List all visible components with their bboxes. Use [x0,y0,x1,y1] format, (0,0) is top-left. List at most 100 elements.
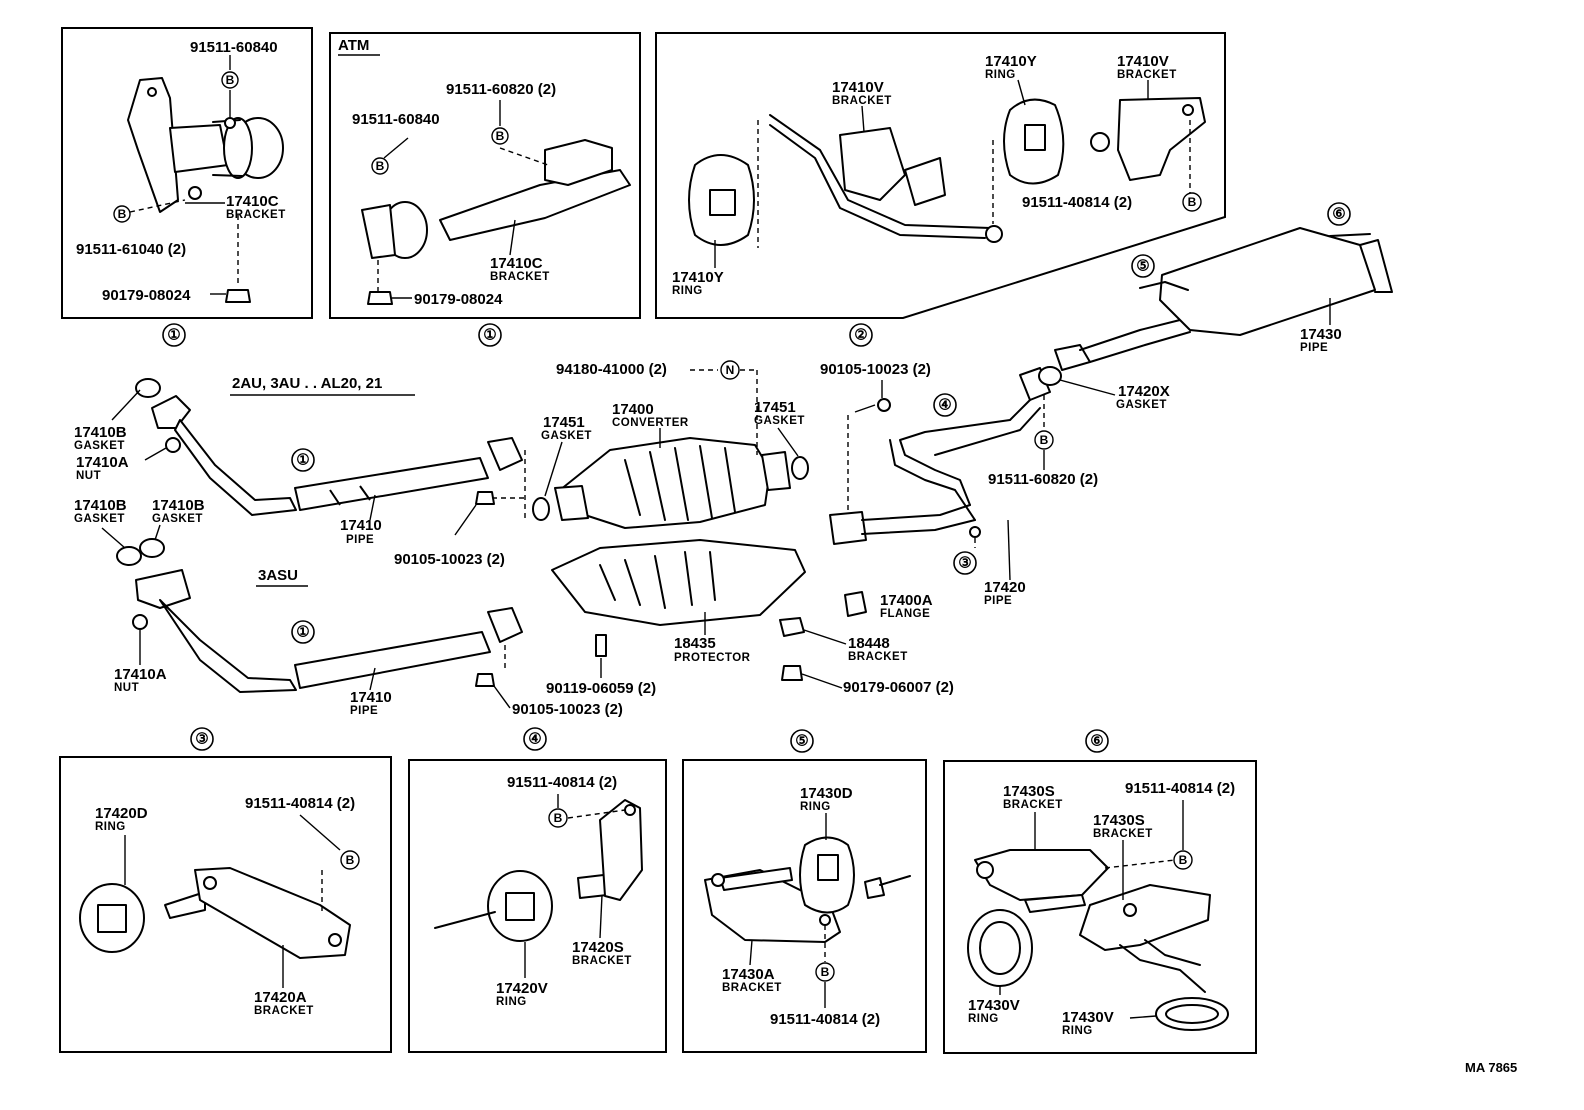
panel-1b-atm: ATM 91511-60820 (2) B 91511-60840 B 1741… [329,32,641,319]
label-bolt-91511-60820: 91511-60820 (2) [988,471,1098,488]
label-17410b: 17410B [152,497,205,514]
panel-2: 17410V BRACKET 17410Y RING 17410V BRACKE… [655,32,1226,319]
panel-1a: 91511-60840 B B 17410C BRACKET 91511-610… [61,27,313,319]
catalytic-converter-area: 17451 GASKET 17400 CONVERTER 94180-41000… [532,360,954,697]
label-17420a: 17420A [254,989,307,1006]
b-symbol-text: B [376,159,385,173]
bracket-17410c [127,77,179,213]
protector-18435 [551,539,806,626]
b-symbol-text: B [346,853,355,867]
ref-number: ⑤ [1136,258,1149,275]
label-bracket: BRACKET [226,209,286,221]
label-bolt-91511-60840: 91511-60840 [352,111,440,128]
front-pipe-top: 2AU, 3AU . . AL20, 21 17410B GASKET 1741… [74,375,526,568]
label-gasket: GASKET [74,440,125,452]
label-bracket: BRACKET [490,271,550,283]
rear-pipe-and-muffler: 90105-10023 (2) ④ B 91511-60820 (2) 1742… [820,202,1393,607]
label-17420: 17420 [984,579,1026,596]
nut-90179-08024 [225,289,251,303]
label-bracket: BRACKET [1003,799,1063,811]
label-bracket: BRACKET [1093,828,1153,840]
label-nut-90179-08024: 90179-08024 [102,287,191,304]
label-bracket: BRACKET [832,95,892,107]
label-bracket: BRACKET [572,955,632,967]
ref-number: ⑥ [1090,733,1103,750]
label-17420x: 17420X [1118,383,1170,400]
label-17451: 17451 [754,399,796,416]
label-gasket: GASKET [541,430,592,442]
ref-1-atm: ① [478,323,502,347]
label-17430d: 17430D [800,785,853,802]
label-17430: 17430 [1300,326,1342,343]
ref-number: ① [296,452,309,469]
label-17410a: 17410A [76,454,129,471]
b-symbol-text: B [118,207,127,221]
panel-3: ③ 17420D RING 91511-40814 (2) B 17420A B… [59,727,392,1053]
label-17430v: 17430V [968,997,1020,1014]
label-17410y: 17410Y [985,53,1037,70]
label-bracket: BRACKET [848,651,908,663]
b-symbol-text: B [554,811,563,825]
b-symbol-text: B [821,965,830,979]
front-pipe-bottom: 17410B GASKET 17410B GASKET 3ASU 17410A … [74,497,623,718]
drawing-code: MA 7865 [1465,1060,1517,1075]
bracket-17410c-atm [439,169,631,241]
b-symbol [221,71,239,89]
label-bolt-90105-10023: 90105-10023 (2) [394,551,505,568]
label-converter: CONVERTER [612,417,689,429]
label-ring: RING [800,801,831,813]
ref-number: ③ [195,731,208,748]
panel-4: ④ 91511-40814 (2) B 17420S BRACKET 17420… [408,727,667,1053]
label-17410v: 17410V [832,79,884,96]
label-bolt-91511-60820: 91511-60820 (2) [446,81,556,98]
label-bolt-91511-40814: 91511-40814 (2) [1125,780,1235,797]
label-ring: RING [985,69,1016,81]
label-17400a: 17400A [880,592,933,609]
label-gasket: GASKET [1116,399,1167,411]
b-symbol-text: B [1179,853,1188,867]
label-17410b: 17410B [74,497,127,514]
label-pipe: PIPE [346,534,374,546]
label-18448: 18448 [848,635,890,652]
label-bracket: BRACKET [254,1005,314,1017]
ref-number: ① [167,327,180,344]
bracket-17430s-b [1079,884,1211,951]
b-symbol-text: B [1188,195,1197,209]
label-ring: RING [968,1013,999,1025]
b-symbol-text: B [1040,433,1049,447]
label-pipe: PIPE [350,705,378,717]
label-variant-2au: 2AU, 3AU . . AL20, 21 [232,375,382,392]
label-nut-90179-08024: 90179-08024 [414,291,503,308]
b-symbol-text: B [226,73,235,87]
label-nut: NUT [114,682,139,694]
ref-number: ④ [528,731,541,748]
label-bolt-90105-10023: 90105-10023 (2) [820,361,931,378]
gasket-17451-right [791,456,809,480]
label-variant-3asu: 3ASU [258,567,298,584]
label-protector: PROTECTOR [674,652,751,664]
bracket-17420s [599,799,643,901]
label-18435: 18435 [674,635,716,652]
label-17451: 17451 [543,414,585,431]
label-17410y: 17410Y [672,269,724,286]
bracket-17420a [194,867,351,959]
label-17410a: 17410A [114,666,167,683]
label-17410: 17410 [340,517,382,534]
label-bolt-91511-40814: 91511-40814 (2) [245,795,355,812]
label-ring: RING [672,285,703,297]
label-17420d: 17420D [95,805,148,822]
ref-2: ② [849,323,873,347]
n-symbol-text: N [726,363,735,377]
label-bolt-91511-60840: 91511-60840 [190,39,278,56]
label-pipe: PIPE [1300,342,1328,354]
label-flange: FLANGE [880,608,930,620]
label-nut-90179-06007: 90179-06007 (2) [843,679,954,696]
gasket-17451-left [532,497,550,521]
label-17430v: 17430V [1062,1009,1114,1026]
label-17410c: 17410C [226,193,279,210]
flange-17400a [844,591,867,617]
gasket-17420x [1038,366,1062,386]
label-17400: 17400 [612,401,654,418]
label-17410: 17410 [350,689,392,706]
label-gasket: GASKET [754,415,805,427]
